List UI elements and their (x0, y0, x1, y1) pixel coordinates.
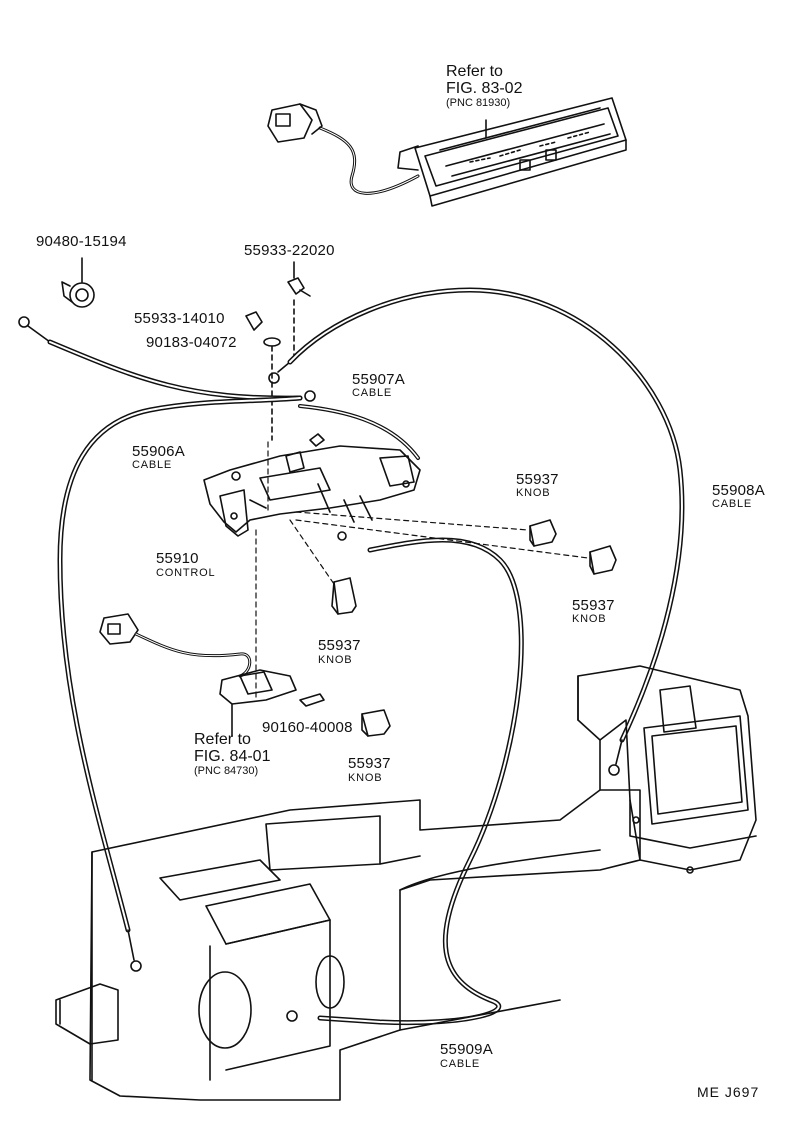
part-number-55933-22020: 55933-22020 (244, 242, 335, 259)
clamp-55933-14010 (245, 311, 263, 331)
part-name-knob: KNOB (516, 487, 551, 499)
part-name-knob: KNOB (318, 654, 353, 666)
control-assembly-55910 (203, 433, 421, 537)
washer-90183-04072 (263, 337, 281, 441)
blower-unit (577, 665, 757, 874)
leader-lines (255, 439, 589, 701)
part-name-cable: CABLE (352, 387, 393, 399)
figure-code: ME J697 (697, 1084, 760, 1100)
part-number-55909a: 55909A (440, 1041, 493, 1058)
reference-pnc: (PNC 84730) (194, 765, 259, 777)
part-number-55937: 55937 (572, 597, 615, 614)
knob-center (331, 577, 357, 615)
part-number-55937: 55937 (318, 637, 361, 654)
knob-right-upper (529, 519, 557, 547)
blower-switch-assembly (99, 613, 325, 737)
heater-unit (55, 789, 641, 1101)
connector-top (267, 103, 323, 143)
reference-line1: Refer to (194, 731, 251, 748)
reference-line1: Refer to (446, 63, 503, 80)
part-number-55908a: 55908A (712, 482, 765, 499)
part-number-55937: 55937 (516, 471, 559, 488)
reference-pnc: (PNC 81930) (446, 97, 511, 109)
part-number-55907a: 55907A (352, 371, 405, 388)
part-number-90480-15194: 90480-15194 (36, 233, 127, 250)
part-number-55933-14010: 55933-14010 (134, 310, 225, 327)
clamp-55933-22020 (287, 261, 311, 361)
reference-figure: FIG. 83-02 (446, 80, 523, 97)
knob-lower (361, 709, 391, 737)
part-name-knob: KNOB (348, 772, 383, 784)
cable-55906a-path (18, 316, 316, 972)
part-number-55910: 55910 (156, 550, 199, 567)
control-panel-assembly (318, 97, 627, 207)
part-number-90160-40008: 90160-40008 (262, 719, 353, 736)
reference-figure: FIG. 84-01 (194, 748, 271, 765)
part-name-cable: CABLE (440, 1058, 481, 1070)
part-name-knob: KNOB (572, 613, 607, 625)
knob-right-lower (589, 545, 617, 575)
cable-55909a-path (286, 531, 524, 1026)
part-number-55906a: 55906A (132, 443, 185, 460)
part-name-control: CONTROL (156, 567, 216, 579)
part-number-55937: 55937 (348, 755, 391, 772)
bolt-clip-90480-15194 (61, 257, 95, 308)
part-name-cable: CABLE (712, 498, 753, 510)
cable-55907a-path (268, 287, 685, 776)
part-number-90183-04072: 90183-04072 (146, 334, 237, 351)
part-name-cable: CABLE (132, 459, 173, 471)
